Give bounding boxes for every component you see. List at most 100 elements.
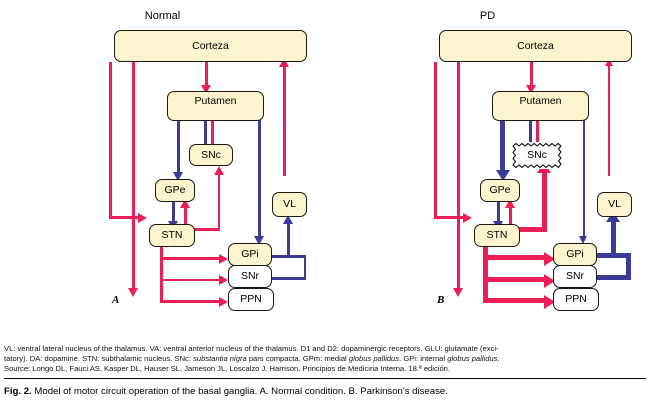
node-gpi-normal[interactable]: GPi: [228, 243, 272, 266]
conn-cortex-stn-vertical: [109, 62, 112, 217]
node-ppn-pd[interactable]: PPN: [553, 288, 599, 311]
node-snc-pd-label: SNc: [527, 149, 547, 162]
node-putamen-pd-label: Putamen: [519, 95, 562, 107]
conn-putamen-gpi-arrow: [254, 236, 264, 245]
node-snr-pd-label: SNr: [565, 270, 585, 283]
conn-stn-snc-vertical-pd: [541, 172, 547, 231]
node-snc-pd[interactable]: SNc: [511, 142, 563, 169]
conn-stn-ppn-horizontal-pd: [483, 298, 547, 303]
node-stn-pd-label: STN: [486, 229, 508, 242]
conn-stn-snc-arrow: [213, 166, 224, 175]
conn-stn-ppn-horizontal: [160, 300, 222, 303]
figure-footnote: VL: ventral lateral nucleus of the thala…: [4, 344, 646, 374]
conn-stn-ppn-arrow-pd: [544, 295, 555, 309]
conn-stn-gpe-line-pd: [509, 206, 512, 226]
conn-stn-snc-horizontal: [186, 228, 220, 231]
snc-degenerated-outline-icon: [512, 142, 562, 169]
conn-cortex-putamen-line: [205, 62, 208, 88]
conn-cortex-stn-arrow-pd: [463, 212, 472, 223]
conn-vl-cortex-arrow: [279, 58, 289, 67]
conn-cortex-descending-line: [132, 62, 135, 291]
node-ppn-normal-label: PPN: [240, 293, 262, 306]
conn-gpi-vl-arrow: [283, 215, 293, 224]
conn-stn-ppn-vertical: [160, 278, 163, 302]
conn-cortex-stn-horizontal: [109, 216, 141, 219]
node-ppn-normal[interactable]: PPN: [228, 288, 274, 311]
footnote-line-2c: pars compacta. GPm: medial: [246, 354, 349, 364]
conn-snr-vl-horizontal: [272, 277, 306, 280]
conn-cortex-descending-line-pd: [457, 62, 460, 291]
conn-snc-putamen-red-vertical-pd: [536, 113, 539, 158]
conn-gpe-stn-line-pd: [497, 202, 500, 224]
conn-cortex-putamen-arrow: [201, 85, 211, 94]
conn-snr-vl-horizontal-pd: [597, 275, 631, 280]
conn-vl-cortex-line-pd: [608, 66, 610, 176]
conn-stn-gpi-horizontal: [160, 257, 222, 260]
conn-snr-vl-vertical: [303, 255, 306, 279]
conn-stn-gpe-arrow-pd: [505, 199, 515, 208]
node-gpe-pd-label: GPe: [489, 184, 511, 197]
conn-stn-ppn-vertical-pd: [483, 276, 488, 302]
conn-stn-snr-horizontal: [160, 278, 222, 281]
conn-vl-cortex-arrow-pd: [604, 58, 613, 66]
node-snc-normal[interactable]: SNc: [189, 144, 233, 166]
node-vl-normal[interactable]: VL: [272, 192, 307, 217]
panel-title-normal: Normal: [144, 10, 181, 22]
conn-putamen-gpe-arrow: [173, 172, 183, 181]
footnote-line-2f: globus pallidus: [447, 354, 498, 364]
panel-title-pd: PD: [479, 10, 496, 22]
node-putamen-normal-label: Putamen: [194, 95, 237, 107]
conn-stn-gpe-line: [184, 206, 187, 226]
conn-stn-snr-arrow-pd: [544, 273, 555, 288]
node-snr-pd[interactable]: SNr: [553, 265, 597, 288]
conn-stn-snc-horizontal-pd: [511, 226, 547, 232]
conn-stn-snr-vertical-pd: [483, 255, 488, 281]
conn-stn-snr-horizontal-pd: [483, 276, 547, 282]
conn-stn-gpi-horizontal-pd: [483, 255, 547, 260]
conn-cortex-stn-horizontal-pd: [434, 216, 466, 219]
node-putamen-pd[interactable]: Putamen: [492, 91, 589, 121]
footnote-line-2: tatory). DA: dopamine. STN: subthalamic …: [4, 354, 646, 364]
node-ppn-pd-label: PPN: [565, 293, 587, 306]
node-stn-normal[interactable]: STN: [149, 224, 195, 247]
node-gpi-pd[interactable]: GPi: [553, 243, 597, 266]
conn-cortex-putamen-line-pd: [530, 62, 533, 88]
conn-putamen-gpi-line: [258, 120, 261, 240]
node-cortex-pd[interactable]: Corteza: [439, 30, 632, 62]
panel-letter-b: B: [437, 294, 445, 306]
conn-vl-cortex-line: [283, 66, 286, 176]
conn-cortex-descending-arrow-pd: [453, 288, 463, 297]
footnote-line-3: Source: Longo DL, Fauci AS, Kasper DL, H…: [4, 364, 451, 374]
node-gpi-pd-label: GPi: [566, 248, 584, 261]
panel-pd: PD: [325, 0, 650, 340]
conn-stn-gpe-arrow: [180, 199, 190, 208]
node-gpe-normal[interactable]: GPe: [155, 179, 195, 202]
conn-cortex-putamen-arrow-pd: [526, 85, 536, 94]
node-cortex-normal[interactable]: Corteza: [114, 30, 307, 62]
caption-divider: [4, 378, 646, 379]
conn-stn-snr-arrow: [219, 275, 228, 285]
node-snr-normal[interactable]: SNr: [228, 265, 272, 288]
conn-cortex-stn-arrow: [138, 212, 147, 223]
node-gpe-normal-label: GPe: [164, 184, 186, 197]
footnote-line-2d: globus pallidus: [348, 354, 400, 364]
node-gpe-pd[interactable]: GPe: [480, 179, 520, 202]
node-vl-pd-label: VL: [608, 198, 621, 211]
node-stn-pd[interactable]: STN: [474, 224, 520, 247]
node-vl-pd[interactable]: VL: [597, 192, 632, 217]
figure-number: Fig. 2.: [4, 386, 32, 397]
footnote-line-2g: .: [497, 354, 500, 364]
conn-gpe-stn-line: [172, 202, 175, 224]
panel-normal: Normal: [0, 0, 325, 340]
footnote-line-2e: . GPi: internal: [399, 354, 448, 364]
conn-stn-ppn-arrow: [219, 296, 228, 307]
node-putamen-normal[interactable]: Putamen: [167, 91, 264, 121]
panel-letter-a: A: [112, 294, 120, 306]
footnote-line-1: VL: ventral lateral nucleus of the thala…: [4, 344, 499, 353]
conn-cortex-descending-arrow: [128, 288, 138, 297]
node-cortex-pd-label: Corteza: [517, 39, 554, 52]
conn-putamen-gpi-arrow-pd: [579, 236, 587, 244]
figure-caption: Fig. 2. Model of motor circuit operation…: [4, 386, 646, 397]
conn-putamen-gpe-line: [177, 120, 180, 175]
